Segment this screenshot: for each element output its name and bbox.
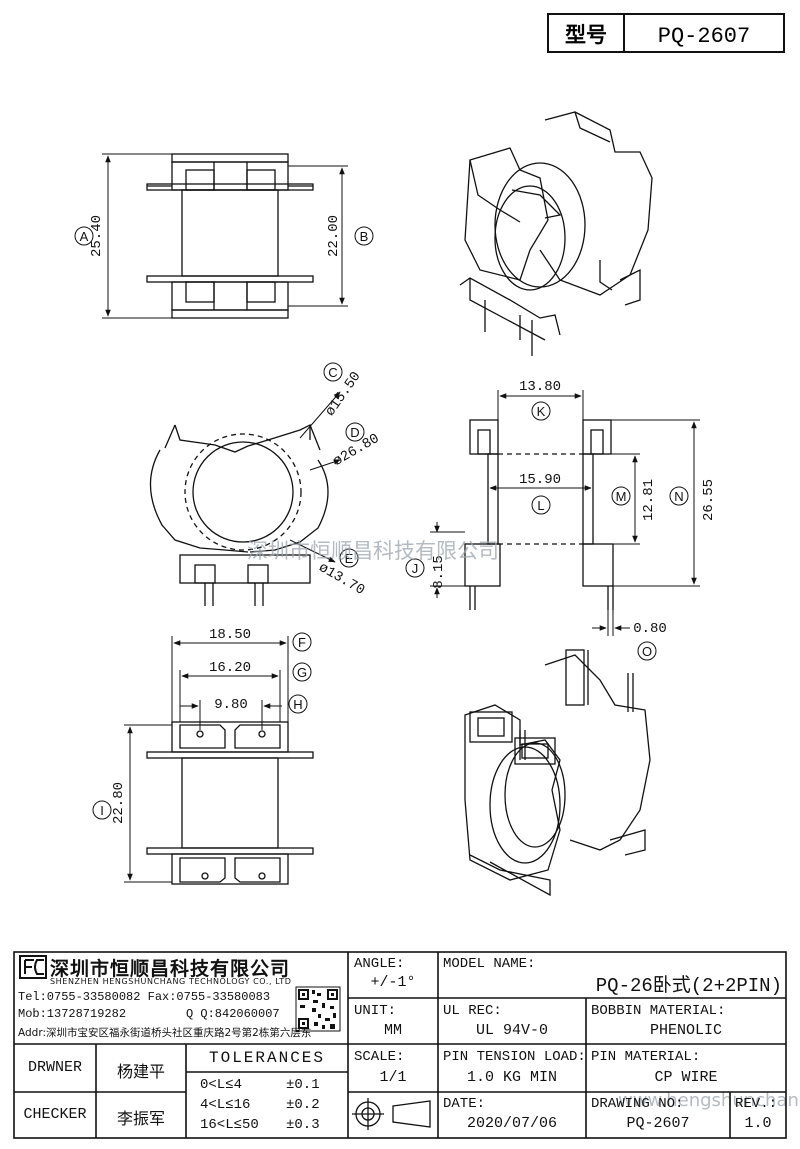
tol-1-value: ±0.1 — [286, 1077, 320, 1093]
iso-view-bottom — [464, 649, 651, 897]
bobbin-material-label: BOBBIN MATERIAL: — [591, 1003, 726, 1019]
projection-symbol — [352, 1098, 431, 1130]
dim-j-value: 8.15 — [431, 555, 447, 589]
dim-d-letter: D — [350, 425, 359, 440]
tol-3-value: ±0.3 — [286, 1117, 320, 1133]
company-name-en: SHENZHEN HENGSHUNCHANG TECHNOLOGY CO., L… — [50, 977, 292, 986]
company-mob: Mob:13728719282 — [18, 1007, 127, 1021]
dim-a-value: 25.40 — [89, 215, 105, 257]
dim-e-value: ø13.70 — [316, 560, 368, 599]
date-label: DATE: — [443, 1096, 486, 1112]
iso-view-top — [459, 111, 653, 356]
side-view — [464, 419, 614, 610]
dim-n-value: 26.55 — [701, 479, 717, 521]
dim-h-value: 9.80 — [214, 697, 248, 713]
ul-rec-value: UL 94V-0 — [475, 1022, 548, 1039]
model-label: 型号 — [565, 23, 607, 47]
dim-i-value: 22.80 — [111, 782, 127, 824]
drawing-no-label: DRAWING NO: — [591, 1096, 684, 1112]
checker-label: CHECKER — [23, 1106, 87, 1123]
dim-n-letter: N — [674, 489, 683, 504]
unit-value: MM — [383, 1022, 402, 1039]
bottom-view — [146, 721, 314, 885]
dim-o-value: 0.80 — [633, 621, 667, 637]
scale-value: 1/1 — [379, 1069, 407, 1086]
drawing-no-value: PQ-2607 — [626, 1115, 690, 1132]
rev-label: REV.: — [735, 1096, 778, 1112]
drwner-label: DRWNER — [27, 1059, 82, 1076]
tol-2-value: ±0.2 — [286, 1097, 320, 1113]
dim-f-letter: F — [298, 635, 306, 650]
company-addr: Addr:深圳市宝安区福永街道桥头社区重庆路2号第2栋第六层东 — [18, 1027, 312, 1039]
dim-e-letter: E — [345, 551, 354, 566]
qr-code — [295, 986, 341, 1032]
model-name-value: PQ-26卧式(2+2PIN) — [595, 975, 782, 997]
pin-material-label: PIN MATERIAL: — [591, 1049, 701, 1065]
dim-l-letter: L — [537, 498, 544, 513]
bobbin-material-value: PHENOLIC — [649, 1022, 722, 1039]
tolerances-label: TOLERANCES — [208, 1049, 325, 1067]
title-block-grid — [13, 951, 787, 1139]
pin-tension-label: PIN TENSION LOAD: — [443, 1049, 586, 1065]
tol-2-range: 4<L≤16 — [200, 1097, 251, 1113]
tol-1-range: 0<L≤4 — [200, 1077, 243, 1093]
dim-j-letter: J — [412, 561, 419, 576]
angle-value: +/-1° — [370, 974, 416, 991]
company-qq: Q Q:842060007 — [186, 1007, 280, 1021]
company-logo — [19, 955, 47, 979]
dim-h-letter: H — [293, 697, 302, 712]
drwner-value: 杨建平 — [116, 1062, 165, 1081]
dim-c-letter: C — [328, 365, 337, 380]
dim-g-letter: G — [297, 665, 307, 680]
angle-label: ANGLE: — [354, 956, 405, 972]
model-box — [547, 13, 785, 53]
checker-value: 李振军 — [116, 1109, 165, 1128]
date-value: 2020/07/06 — [466, 1115, 557, 1132]
ul-rec-label: UL REC: — [443, 1003, 502, 1019]
front-view — [149, 423, 329, 606]
dim-o-letter: O — [642, 644, 652, 659]
top-view — [146, 153, 314, 319]
pin-material-value: CP WIRE — [654, 1069, 718, 1086]
company-name-cn: 深圳市恒顺昌科技有限公司 — [50, 958, 291, 980]
dim-m-value: 12.81 — [641, 479, 657, 521]
model-name-label: MODEL NAME: — [443, 956, 536, 972]
model-value: PQ-2607 — [658, 24, 750, 49]
dim-b-value: 22.00 — [326, 215, 342, 257]
dim-l-value: 15.90 — [519, 472, 561, 488]
scale-label: SCALE: — [354, 1049, 405, 1065]
watermark-url: www.hengshunchang.com — [618, 1090, 800, 1111]
tol-3-range: 16<L≤50 — [200, 1117, 259, 1133]
dim-k-value: 13.80 — [519, 379, 561, 395]
dim-g-value: 16.20 — [209, 660, 251, 676]
dim-f-value: 18.50 — [209, 627, 251, 643]
dim-a-letter: A — [80, 229, 89, 244]
dim-k-letter: K — [537, 404, 546, 419]
dim-i-letter: I — [100, 803, 104, 818]
watermark-cn: 深圳市恒顺昌科技有限公司 — [247, 539, 499, 563]
rev-value: 1.0 — [744, 1115, 772, 1132]
dim-b-letter: B — [360, 229, 369, 244]
dim-m-letter: M — [616, 489, 627, 504]
company-tel: Tel:0755-33580082 Fax:0755-33580083 — [18, 990, 271, 1004]
unit-label: UNIT: — [354, 1003, 397, 1019]
pin-tension-value: 1.0 KG MIN — [466, 1069, 557, 1086]
